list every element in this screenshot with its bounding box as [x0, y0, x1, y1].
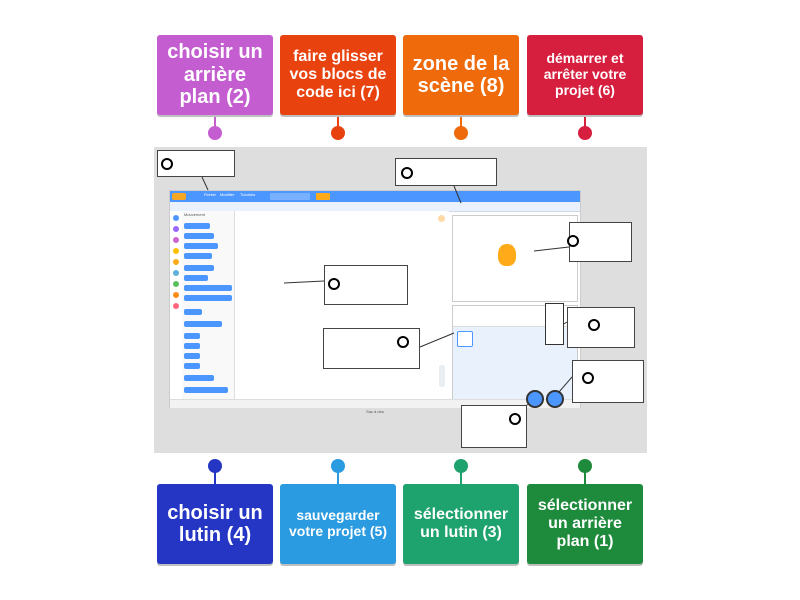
- sprite-tile[interactable]: [457, 331, 473, 347]
- tile-label: zone de la scène (8): [412, 52, 510, 97]
- cat-sprite-icon: [498, 244, 516, 266]
- blocks-palette: Mouvement: [182, 211, 235, 399]
- connector-line: [460, 470, 462, 484]
- tile-select-backdrop[interactable]: sélectionner un arrière plan (1): [527, 484, 643, 564]
- connector-dot: [208, 459, 222, 473]
- diagram-panel: Fichier Modifier Tutoriels Mouvement: [154, 147, 647, 453]
- connector-dot: [208, 126, 222, 140]
- connector-dot: [454, 459, 468, 473]
- choose-backdrop-button[interactable]: [546, 390, 564, 408]
- palette-category-label: Mouvement: [184, 212, 205, 217]
- tile-choose-backdrop[interactable]: choisir un arrière plan (2): [157, 35, 273, 115]
- tile-label: sauvegarder votre projet (5): [288, 507, 387, 539]
- label-slot[interactable]: [569, 222, 632, 262]
- tile-select-sprite[interactable]: sélectionner un lutin (3): [403, 484, 519, 564]
- connector-line: [460, 117, 462, 131]
- slot-marker-icon: [588, 319, 600, 331]
- category-column: [170, 211, 183, 399]
- tile-drag-code-blocks[interactable]: faire glisser vos blocs de code ici (7): [280, 35, 396, 115]
- menu-edit[interactable]: Modifier: [220, 192, 235, 197]
- slot-marker-icon: [161, 158, 173, 170]
- slot-marker-icon: [397, 336, 409, 348]
- tile-start-stop-project[interactable]: démarrer et arrêter votre projet (6): [527, 35, 643, 115]
- connector-line: [584, 470, 586, 484]
- connector-dot: [578, 126, 592, 140]
- backpack-label: Sac à dos: [366, 409, 384, 414]
- code-area[interactable]: [235, 211, 449, 399]
- connector-dot: [454, 126, 468, 140]
- menu-tutorials[interactable]: Tutoriels: [240, 192, 256, 197]
- menu-bar: Fichier Modifier Tutoriels: [170, 191, 580, 202]
- tile-choose-sprite[interactable]: choisir un lutin (4): [157, 484, 273, 564]
- tile-label: faire glisser vos blocs de code ici (7): [289, 48, 387, 101]
- connector-line: [337, 117, 339, 131]
- label-slot[interactable]: [461, 405, 527, 448]
- share-button[interactable]: [316, 193, 330, 200]
- tile-label: choisir un lutin (4): [167, 501, 263, 546]
- slot-marker-icon: [509, 413, 521, 425]
- slot-marker-icon: [401, 167, 413, 179]
- connector-dot: [331, 459, 345, 473]
- stage-target-panel[interactable]: [545, 303, 564, 345]
- tile-label: sélectionner un lutin (3): [413, 506, 509, 541]
- tile-save-project[interactable]: sauvegarder votre projet (5): [280, 484, 396, 564]
- scratch-logo: [172, 193, 186, 200]
- menu-file[interactable]: Fichier: [204, 192, 217, 197]
- connector-line: [214, 470, 216, 484]
- tile-label: choisir un arrière plan (2): [167, 41, 263, 109]
- stage: [452, 215, 578, 302]
- tile-label: démarrer et arrêter votre projet (6): [543, 50, 627, 98]
- sprite-thumbnail-icon: [438, 215, 445, 222]
- connector-line: [337, 470, 339, 484]
- tile-stage-area[interactable]: zone de la scène (8): [403, 35, 519, 115]
- backpack-bar[interactable]: Sac à dos: [170, 399, 580, 414]
- choose-sprite-button[interactable]: [526, 390, 544, 408]
- connector-dot: [331, 126, 345, 140]
- project-title-field[interactable]: [270, 193, 310, 200]
- connector-line: [214, 117, 216, 131]
- connector-line: [584, 117, 586, 131]
- tile-label: sélectionner un arrière plan (1): [537, 497, 633, 550]
- slot-marker-icon: [582, 372, 594, 384]
- slot-marker-icon: [328, 278, 340, 290]
- zoom-controls[interactable]: [439, 365, 445, 387]
- label-slot[interactable]: [323, 328, 420, 369]
- slot-marker-icon: [567, 235, 579, 247]
- connector-dot: [578, 459, 592, 473]
- label-slot[interactable]: [567, 307, 635, 348]
- stage-header: [450, 202, 580, 211]
